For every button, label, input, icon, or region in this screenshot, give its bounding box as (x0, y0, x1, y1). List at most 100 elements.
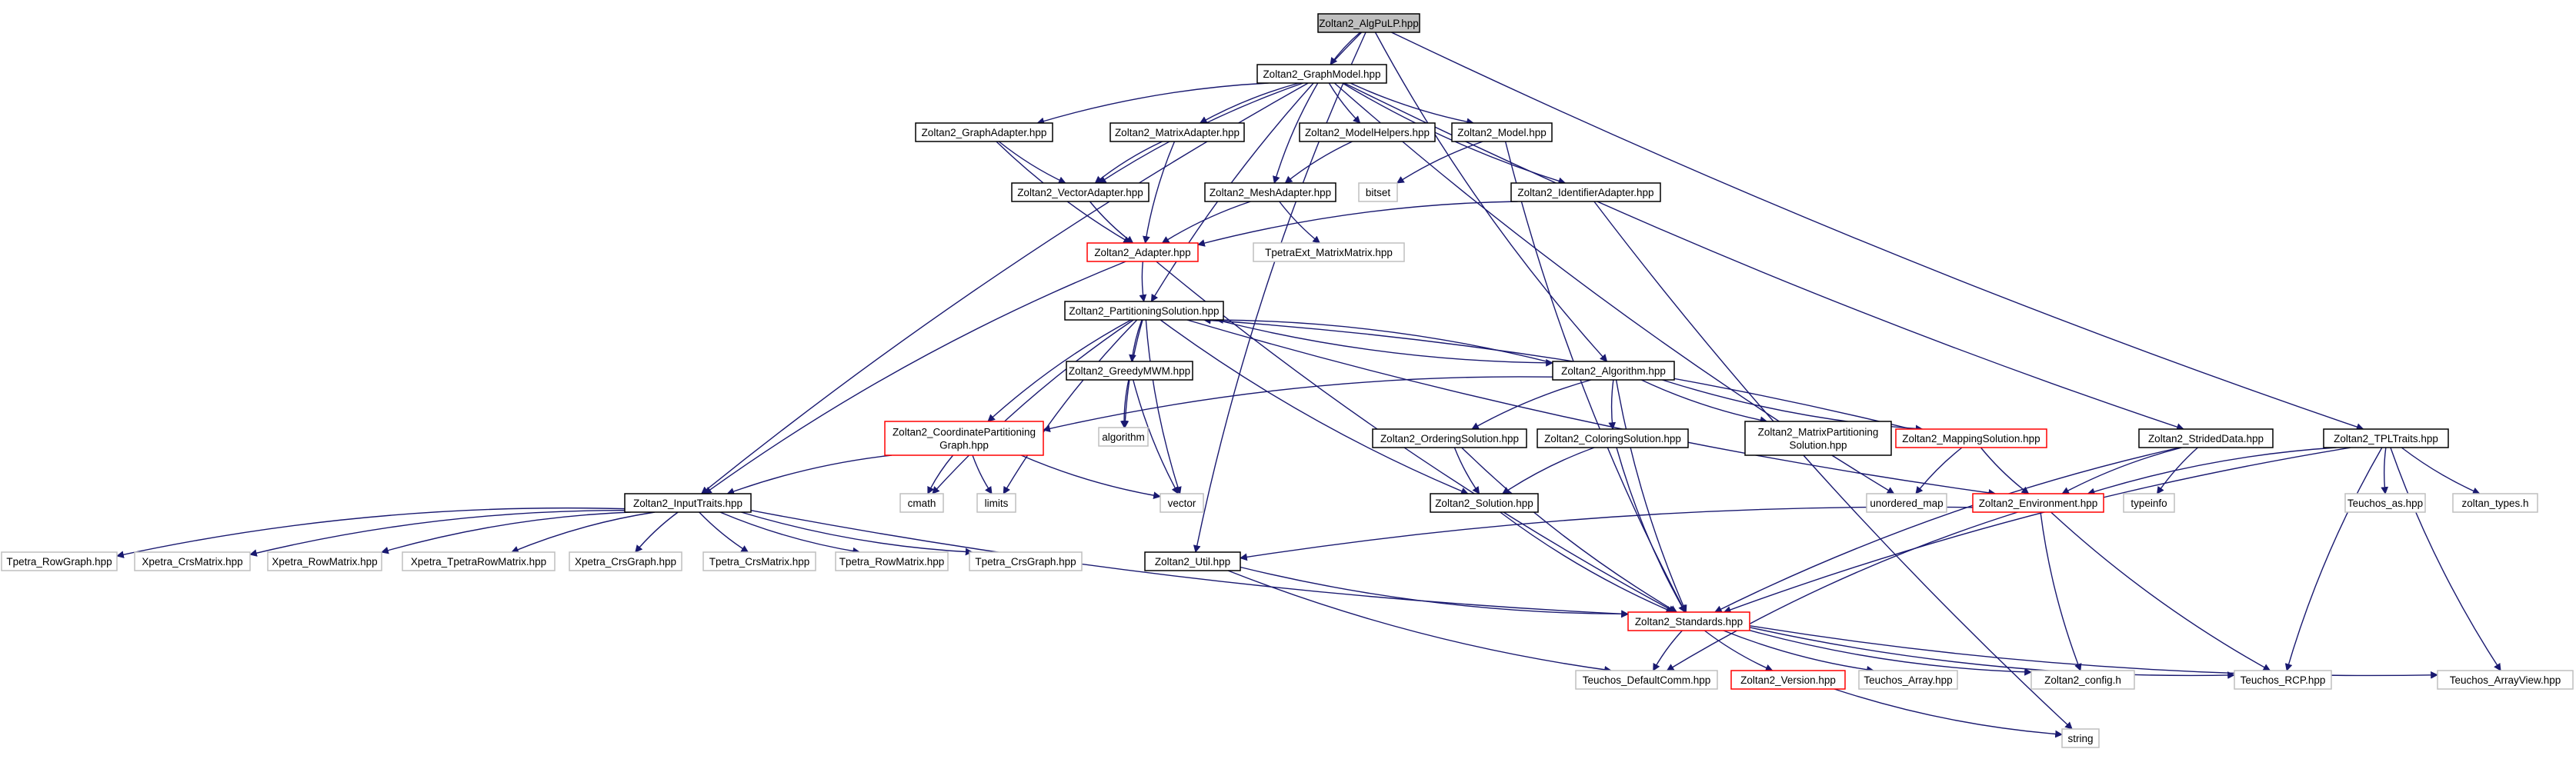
node-typeinfo: typeinfo (2123, 493, 2175, 513)
node-label-partsol: Zoltan2_PartitioningSolution.hpp (1069, 305, 1219, 317)
node-coloringsol[interactable]: Zoltan2_ColoringSolution.hpp (1537, 428, 1689, 448)
node-label-coloringsol: Zoltan2_ColoringSolution.hpp (1544, 433, 1681, 444)
node-mappingsol[interactable]: Zoltan2_MappingSolution.hpp (1895, 428, 2047, 448)
node-box-coloringsol (1537, 428, 1689, 448)
edge-model-to-bitset (1396, 141, 1483, 184)
node-label-graphadapter: Zoltan2_GraphAdapter.hpp (922, 127, 1047, 138)
node-matrixadapter[interactable]: Zoltan2_MatrixAdapter.hpp (1109, 122, 1245, 142)
edge-algorithm_hpp-to-standards (1615, 379, 1687, 613)
node-label-util: Zoltan2_Util.hpp (1155, 556, 1230, 568)
edge-standards-to-teuchosarray (1723, 630, 1874, 674)
node-label-adapter: Zoltan2_Adapter.hpp (1094, 247, 1190, 258)
node-greedymwm[interactable]: Zoltan2_GreedyMWM.hpp (1066, 361, 1193, 381)
edge-partsol-to-cmath (932, 319, 1134, 494)
node-label-tpetrarowgraph: Tpetra_RowGraph.hpp (6, 556, 112, 568)
node-label-xpetrarowmatrix: Xpetra_RowMatrix.hpp (272, 556, 377, 568)
node-label-orderingsol: Zoltan2_OrderingSolution.hpp (1380, 433, 1519, 444)
node-inputtraits[interactable]: Zoltan2_InputTraits.hpp (624, 493, 752, 513)
edge-mappingsol-to-unorderedmap (1915, 447, 1963, 494)
node-arrayview: Teuchos_ArrayView.hpp (2437, 670, 2574, 690)
node-box-strideddata (2138, 428, 2274, 448)
node-label-typeinfo: typeinfo (2131, 498, 2167, 509)
edge-adapter-to-inputtraits (703, 261, 1126, 494)
node-solution[interactable]: Zoltan2_Solution.hpp (1430, 493, 1539, 513)
edge-algorithm_hpp-to-partsol (1215, 316, 1553, 364)
edge-greedymwm-to-vector (1133, 379, 1179, 494)
edge-partsol-to-coordpart (987, 319, 1132, 422)
edge-algpulp-to-tpltraits (1391, 32, 2364, 431)
node-label-cmath: cmath (908, 498, 936, 509)
edge-partsol-to-solution (1160, 319, 1469, 495)
edge-greedymwm-to-algorithm_std (1119, 379, 1130, 428)
edge-standards-to-rcp (1749, 627, 2235, 679)
node-box-adapter (1086, 242, 1199, 262)
node-box-identifieradapter (1510, 182, 1661, 202)
edge-coordpart-to-vector (1020, 454, 1161, 500)
node-tpetrarowmatrix: Tpetra_RowMatrix.hpp (835, 551, 949, 571)
node-label-vector: vector (1168, 498, 1196, 509)
node-adapter[interactable]: Zoltan2_Adapter.hpp (1086, 242, 1199, 262)
node-model[interactable]: Zoltan2_Model.hpp (1451, 122, 1553, 142)
node-algorithm_std: algorithm (1098, 427, 1149, 447)
node-util[interactable]: Zoltan2_Util.hpp (1144, 551, 1241, 571)
node-graphmodel[interactable]: Zoltan2_GraphModel.hpp (1256, 64, 1387, 84)
node-tpltraits[interactable]: Zoltan2_TPLTraits.hpp (2323, 428, 2449, 448)
edge-util-to-standards (1240, 566, 1629, 618)
node-algorithm_hpp[interactable]: Zoltan2_Algorithm.hpp (1552, 361, 1675, 381)
node-label-matrixpartsol: Solution.hpp (1789, 440, 1847, 451)
edge-solution-to-standards (1500, 511, 1674, 614)
node-identifieradapter[interactable]: Zoltan2_IdentifierAdapter.hpp (1510, 182, 1661, 202)
node-box-meshadapter (1204, 182, 1336, 202)
edge-orderingsol-to-standards (1461, 447, 1678, 613)
edge-meshadapter-to-tpetraext (1279, 201, 1321, 244)
node-label-tpetracrsgraph: Tpetra_CrsGraph.hpp (975, 556, 1076, 568)
node-orderingsol[interactable]: Zoltan2_OrderingSolution.hpp (1372, 428, 1527, 448)
node-meshadapter[interactable]: Zoltan2_MeshAdapter.hpp (1204, 182, 1336, 202)
edge-partsol-to-greedymwm (1129, 319, 1143, 362)
node-box-config (2030, 670, 2135, 690)
node-version[interactable]: Zoltan2_Version.hpp (1730, 670, 1846, 690)
edge-algpulp-to-util (1193, 32, 1366, 553)
edge-environment-to-config (2040, 511, 2082, 671)
node-algpulp[interactable]: Zoltan2_AlgPuLP.hpp (1317, 13, 1420, 33)
edge-standards-to-version (1703, 630, 1774, 671)
node-box-algorithm_hpp (1552, 361, 1675, 381)
node-box-xpetratpetrarow (402, 551, 556, 571)
node-environment[interactable]: Zoltan2_Environment.hpp (1972, 493, 2104, 513)
node-config: Zoltan2_config.h (2030, 670, 2135, 690)
node-standards[interactable]: Zoltan2_Standards.hpp (1627, 611, 1750, 631)
node-label-tpetracrsmatrix: Tpetra_CrsMatrix.hpp (709, 556, 810, 568)
node-label-meshadapter: Zoltan2_MeshAdapter.hpp (1210, 187, 1331, 198)
node-box-graphmodel (1256, 64, 1387, 84)
node-box-greedymwm (1066, 361, 1193, 381)
node-label-unorderedmap: unordered_map (1870, 498, 1943, 509)
node-label-inputtraits: Zoltan2_InputTraits.hpp (633, 498, 742, 509)
node-label-rcp: Teuchos_RCP.hpp (2241, 674, 2326, 686)
node-label-xpetracrsgraph: Xpetra_CrsGraph.hpp (575, 556, 676, 568)
node-label-tpetraext: TpetraExt_MatrixMatrix.hpp (1265, 247, 1393, 258)
node-box-xpetracrsgraph (569, 551, 682, 571)
edge-coordpart-to-inputtraits (726, 454, 893, 495)
node-label-environment: Zoltan2_Environment.hpp (1979, 498, 2098, 509)
node-label-version: Zoltan2_Version.hpp (1740, 674, 1836, 686)
node-modelhelpers[interactable]: Zoltan2_ModelHelpers.hpp (1299, 122, 1436, 142)
node-label-identifieradapter: Zoltan2_IdentifierAdapter.hpp (1517, 187, 1653, 198)
edge-modelhelpers-to-meshadapter (1284, 141, 1353, 184)
edge-meshadapter-to-adapter (1161, 201, 1251, 244)
edge-graphmodel-to-graphadapter (1036, 82, 1269, 125)
node-box-util (1144, 551, 1241, 571)
node-box-tpetracrsmatrix (702, 551, 816, 571)
node-strideddata[interactable]: Zoltan2_StridedData.hpp (2138, 428, 2274, 448)
node-tpetracrsgraph: Tpetra_CrsGraph.hpp (969, 551, 1083, 571)
node-partsol[interactable]: Zoltan2_PartitioningSolution.hpp (1064, 301, 1224, 321)
node-vectoradapter[interactable]: Zoltan2_VectorAdapter.hpp (1011, 182, 1150, 202)
node-graphadapter[interactable]: Zoltan2_GraphAdapter.hpp (915, 122, 1053, 142)
node-box-algpulp (1317, 13, 1420, 33)
node-box-vectoradapter (1011, 182, 1150, 202)
edge-environment-to-rcp (2050, 511, 2271, 671)
edge-environment-to-defaultcomm (1666, 511, 2018, 671)
